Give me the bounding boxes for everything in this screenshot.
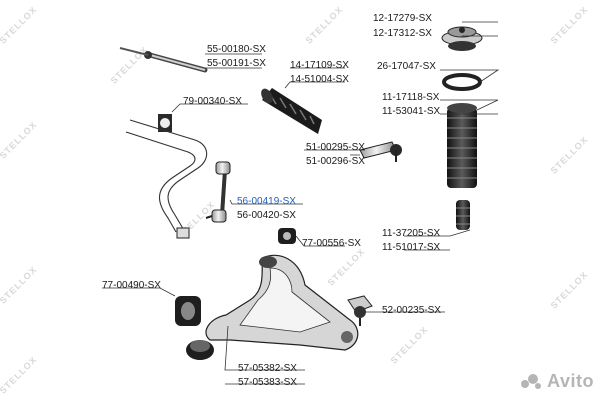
part-number-11-53041[interactable]: 11-53041-SX [382, 106, 441, 117]
part-number-57-05382[interactable]: 57-05382-SX [238, 363, 297, 374]
control-arm-bushing-drawing [278, 228, 296, 244]
rear-arm-bushing-drawing [175, 296, 201, 326]
part-number-11-37205[interactable]: 11-37205-SX [382, 228, 441, 239]
stabilizer-link-drawing [205, 161, 231, 223]
tie-rod-end-drawing [359, 141, 402, 162]
bump-stop-drawing [456, 200, 470, 230]
part-number-11-51017[interactable]: 11-51017-SX [382, 242, 441, 253]
avito-watermark: Avito [521, 371, 594, 392]
part-number-12-17312[interactable]: 12-17312-SX [373, 28, 432, 39]
strut-mount-drawing [441, 26, 483, 51]
part-number-57-05383[interactable]: 57-05383-SX [238, 377, 297, 388]
part-number-77-00556[interactable]: 77-00556-SX [302, 238, 361, 249]
part-number-77-00490[interactable]: 77-00490-SX [102, 280, 161, 291]
part-number-11-17118[interactable]: 11-17118-SX [382, 92, 440, 103]
arm-ring-bushing-drawing [186, 340, 214, 360]
part-number-55-00180[interactable]: 55-00180-SX [207, 44, 266, 55]
part-number-79-00340[interactable]: 79-00340-SX [183, 96, 242, 107]
part-number-56-00419-highlighted[interactable]: 56-00419-SX [237, 196, 296, 207]
control-arm-drawing [205, 254, 359, 351]
part-number-14-51004[interactable]: 14-51004-SX [290, 74, 349, 85]
strut-bearing-drawing [442, 73, 482, 91]
part-number-12-17279[interactable]: 12-17279-SX [373, 13, 432, 24]
tie-rod-drawing [119, 47, 208, 73]
part-number-26-17047[interactable]: 26-17047-SX [377, 61, 436, 72]
part-number-51-00295[interactable]: 51-00295-SX [306, 142, 365, 153]
leader-lines [102, 21, 500, 385]
steering-boot-drawing [261, 88, 322, 134]
avito-wordmark: Avito [547, 371, 594, 391]
stabilizer-bar-drawing [125, 119, 208, 239]
part-number-51-00296[interactable]: 51-00296-SX [306, 156, 365, 167]
stabilizer-bushing-drawing [158, 114, 172, 132]
part-number-56-00420[interactable]: 56-00420-SX [237, 210, 296, 221]
shock-boot-drawing [447, 103, 477, 188]
avito-logo-icon [521, 374, 543, 390]
part-number-52-00235[interactable]: 52-00235-SX [382, 305, 441, 316]
part-number-55-00191[interactable]: 55-00191-SX [207, 58, 266, 69]
part-number-14-17109[interactable]: 14-17109-SX [290, 60, 349, 71]
